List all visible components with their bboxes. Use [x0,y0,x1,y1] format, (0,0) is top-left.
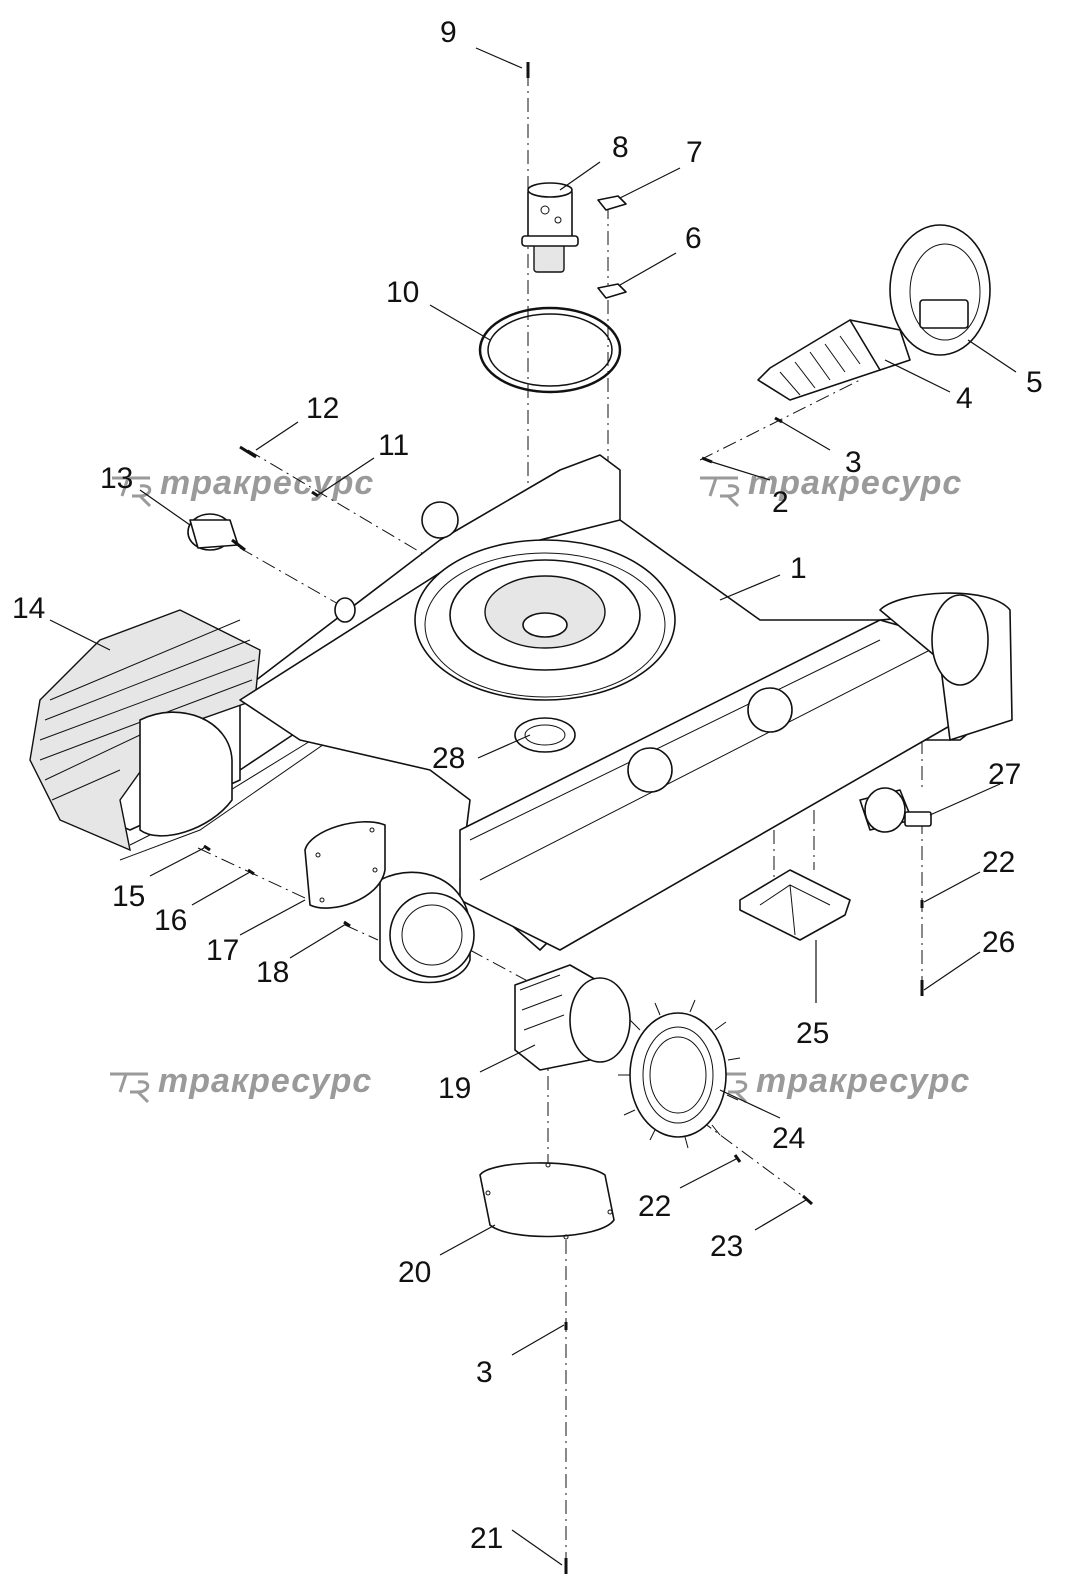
callout-25: 25 [796,1017,829,1050]
watermark-text: тракресурс [748,464,962,502]
callout-9: 9 [440,16,457,49]
track-guard [739,869,851,941]
watermark-1: тракресурс [112,464,374,508]
callout-5: 5 [1026,366,1043,399]
watermark-3: тракресурс [110,1062,372,1104]
fasteners [203,416,924,1574]
drive-sprocket [618,999,741,1149]
callout-26: 26 [982,926,1015,959]
callout-22b: 22 [638,1190,671,1223]
callout-2: 2 [772,486,789,519]
callout-23: 23 [710,1230,743,1263]
callout-3b: 3 [476,1356,493,1389]
watermark-logo-icon [112,476,152,508]
callout-20: 20 [398,1256,431,1289]
final-drive-housing [379,871,475,984]
callout-1: 1 [790,552,807,585]
travel-motor [514,964,631,1071]
callout-17: 17 [206,934,239,967]
cover-plate-6 [597,283,627,299]
cover-plate-20 [479,1162,615,1240]
swing-bearing [414,539,676,701]
callout-labels: 1 2 3 3 4 5 6 7 8 9 10 11 12 13 14 15 16… [12,16,1043,1555]
watermark-logo-icon [700,476,740,508]
seal-ring [478,306,622,394]
cover-plate-7 [597,195,627,211]
callout-21: 21 [470,1522,503,1555]
watermark-2: тракресурс [700,464,962,508]
watermark-text: тракресурс [160,464,374,502]
callout-12: 12 [306,392,339,425]
callout-14: 14 [12,592,45,625]
idler-wheel [889,224,991,356]
callout-22a: 22 [982,846,1015,879]
carrier-roller-13 [187,513,246,552]
callout-4: 4 [956,382,973,415]
callout-16: 16 [154,904,187,937]
carrier-roller-27 [859,787,932,833]
recoil-spring-assembly [757,319,911,401]
cover-plate-17 [304,821,386,909]
watermark-logo-icon [110,1072,150,1104]
callout-19: 19 [438,1072,471,1105]
callout-11: 11 [378,429,409,462]
callout-6: 6 [685,222,702,255]
callout-13: 13 [100,462,133,495]
leader-lines [49,47,1017,1566]
callout-15: 15 [112,880,145,913]
watermark-text: тракресурс [756,1062,970,1100]
callout-10: 10 [386,276,419,309]
watermark-text: тракресурс [158,1062,372,1100]
callout-28: 28 [432,742,465,775]
callout-3a: 3 [845,446,862,479]
callout-24: 24 [772,1122,805,1155]
watermark-4: тракресурс [708,1062,970,1104]
center-swivel-joint [521,182,579,273]
callout-27: 27 [988,758,1021,791]
callout-18: 18 [256,956,289,989]
callout-7: 7 [686,136,703,169]
callout-8: 8 [612,131,629,164]
undercarriage-frame [29,454,1013,984]
